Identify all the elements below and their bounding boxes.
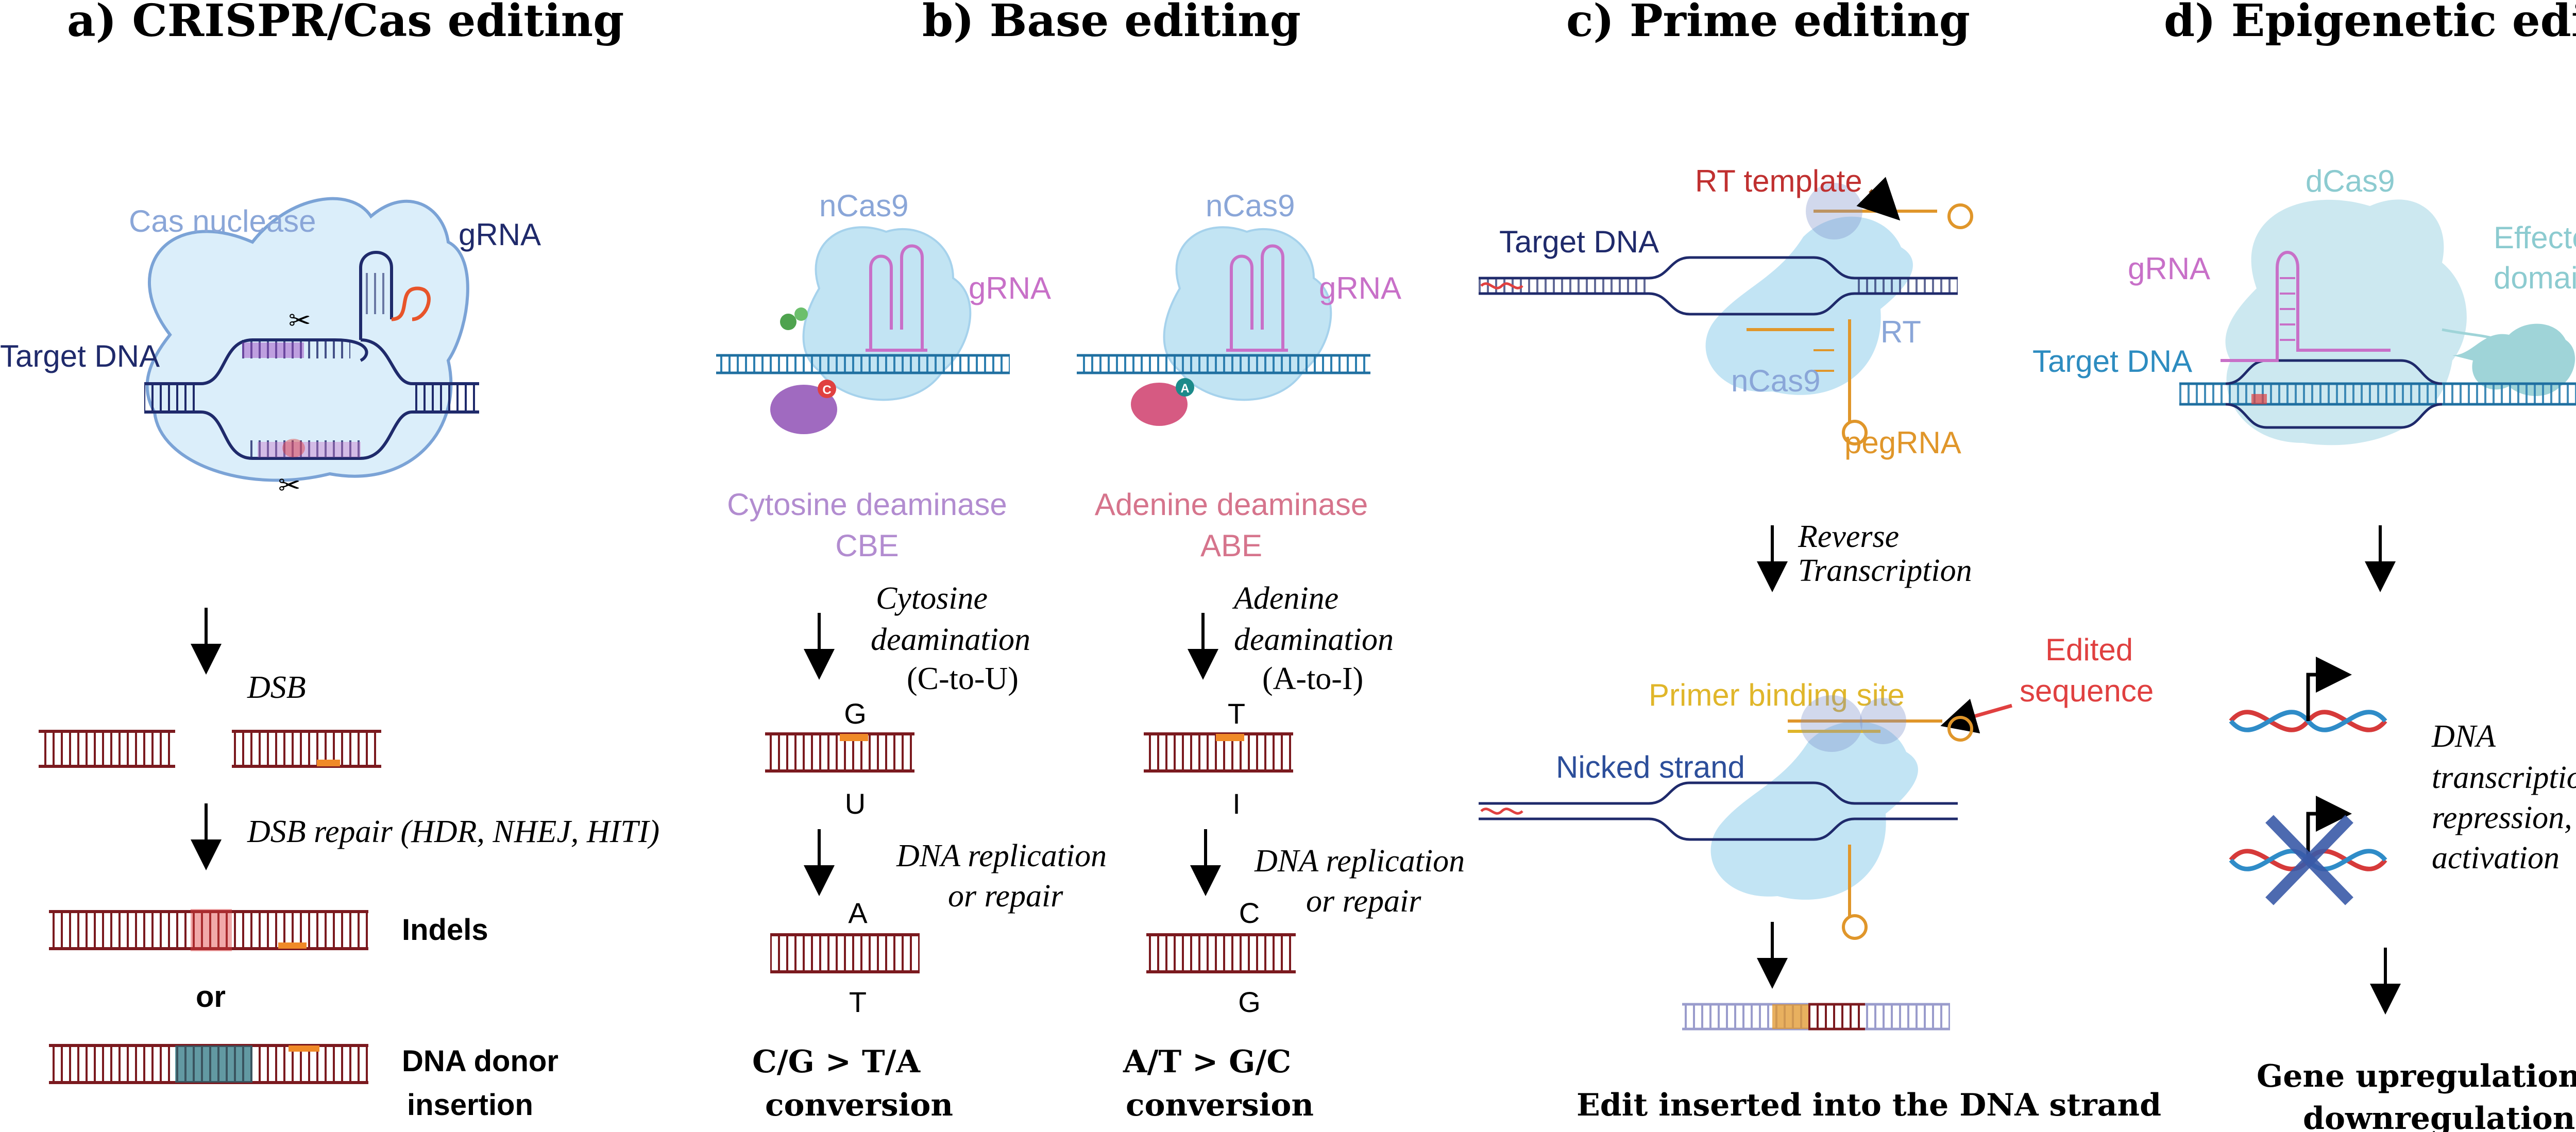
panel-b-title: b) Base editing — [922, 0, 1301, 47]
adenine-step-3: (A-to-I) — [1262, 661, 1363, 696]
cytosine-deaminase-label: Cytosine deaminase — [727, 487, 1007, 522]
epi-result-2: downregulation — [2303, 1101, 2575, 1132]
step-dsb-repair-label: DSB repair (HDR, NHEJ, HITI) — [247, 814, 659, 849]
cbe-result-1: C/G > T/A — [752, 1044, 921, 1080]
dna-abe-intermediate — [1144, 732, 1293, 773]
cbe-replication-2: or repair — [948, 879, 1063, 914]
rt-template-label: RT template — [1695, 164, 1862, 198]
dsb-fragments — [39, 730, 381, 768]
dcas9-complex — [2179, 199, 2576, 445]
dna-helix-blocked-icon — [2229, 796, 2387, 905]
c-badge: C — [822, 383, 831, 397]
target-dna-label-a: Target DNA — [0, 339, 160, 373]
adenine-step-2: deamination — [1234, 622, 1394, 657]
panel-a: a) CRISPR/Cas editing Cas nuclease gRNA … — [0, 0, 659, 1122]
transcription-label: Transcription — [1798, 553, 1972, 588]
base-g-top: G — [844, 697, 867, 730]
adenine-deaminase-label: Adenine deaminase — [1095, 487, 1368, 522]
reverse-label: Reverse — [1798, 519, 1899, 554]
base-i-bottom: I — [1232, 787, 1241, 820]
cytosine-step-3: (C-to-U) — [907, 661, 1019, 696]
donor-insertion-strand — [49, 1044, 368, 1084]
dna-helix-icon — [2229, 657, 2387, 732]
cbe-result-2: conversion — [765, 1087, 953, 1123]
cbe-editor: C — [716, 226, 1010, 434]
abe-replication-2: or repair — [1306, 884, 1421, 919]
cbe-label: CBE — [835, 528, 899, 563]
scissors-icon: ✂ — [289, 305, 311, 336]
base-t-bottom: T — [849, 986, 867, 1018]
panel-b: b) Base editing C nCas9 gRNA Cytosine de… — [716, 0, 1465, 1123]
scissors-icon: ✂ — [278, 470, 301, 501]
indels-strand — [49, 909, 368, 951]
dcas9-label: dCas9 — [2306, 164, 2395, 198]
nicked-strand-label: Nicked strand — [1556, 750, 1745, 784]
rt-label: RT — [1880, 315, 1921, 349]
panel-c-title: c) Prime editing — [1566, 0, 1970, 47]
abe-editor: A — [1077, 226, 1370, 426]
epi-desc-2: transcription, — [2432, 760, 2576, 795]
epi-desc-1: DNA — [2431, 719, 2496, 754]
base-g-bottom: G — [1238, 986, 1261, 1018]
grna-hairpin-a — [359, 251, 431, 340]
primer-binding-site-label: Primer binding site — [1649, 678, 1905, 712]
a-badge: A — [1180, 382, 1189, 396]
donor-insertion-label-2: insertion — [407, 1088, 533, 1122]
target-dna-label-d: Target DNA — [2032, 344, 2192, 379]
prime-result-label: Edit inserted into the DNA strand — [1577, 1087, 2161, 1123]
cytosine-step-2: deamination — [871, 622, 1030, 657]
donor-insertion-label-1: DNA donor — [402, 1044, 558, 1078]
base-u-bottom: U — [845, 787, 866, 820]
base-c-top: C — [1239, 897, 1260, 929]
grna-label-d: gRNA — [2128, 251, 2210, 286]
adenine-step-1: Adenine — [1232, 581, 1338, 616]
pegrna-label: pegRNA — [1844, 425, 1961, 460]
panel-c: c) Prime editing RT template Target DNA … — [1479, 0, 2161, 1123]
abe-result-2: conversion — [1126, 1087, 1314, 1123]
target-dna-a — [144, 338, 479, 460]
prime-editor-bottom — [1479, 695, 1973, 940]
cytosine-step-1: Cytosine — [876, 581, 988, 616]
abe-replication-1: DNA replication — [1254, 844, 1465, 879]
dna-cbe-intermediate — [765, 732, 914, 773]
edited-dna-strand — [1682, 1003, 1950, 1031]
grna-label-a: gRNA — [459, 217, 541, 252]
dna-abe-final — [1146, 933, 1296, 973]
dna-cbe-final — [770, 933, 920, 973]
cas-nuclease-label: Cas nuclease — [129, 204, 316, 238]
cbe-replication-1: DNA replication — [896, 838, 1107, 873]
edited-label-2: sequence — [2020, 674, 2154, 708]
epi-result-1: Gene upregulation or — [2257, 1058, 2576, 1094]
target-dna-label-c: Target DNA — [1499, 225, 1659, 259]
grna-label-b-right: gRNA — [1319, 271, 1401, 305]
base-a-top: A — [848, 897, 868, 929]
ncas9-label-left: nCas9 — [819, 188, 908, 223]
step-dsb-label: DSB — [247, 670, 306, 705]
ncas9-label-right: nCas9 — [1206, 188, 1295, 223]
abe-label: ABE — [1200, 528, 1262, 563]
edited-label-1: Edited — [2045, 632, 2133, 667]
or-label: or — [196, 980, 226, 1014]
base-t-top: T — [1228, 697, 1245, 730]
prime-editor-top — [1479, 177, 1973, 445]
indels-label: Indels — [402, 913, 488, 947]
ncas9-label-c: nCas9 — [1731, 364, 1820, 398]
effector-label-2: domain — [2494, 261, 2576, 295]
abe-result-1: A/T > G/C — [1123, 1044, 1291, 1080]
panel-d: d) Epigenetic editing dCas9 Effector dom… — [2032, 0, 2576, 1132]
panel-d-title: d) Epigenetic editing — [2164, 0, 2576, 47]
panel-a-title: a) CRISPR/Cas editing — [67, 0, 624, 47]
epi-desc-3: repression, or — [2432, 800, 2576, 835]
epi-desc-4: activation — [2432, 841, 2560, 876]
grna-label-b-left: gRNA — [969, 271, 1051, 305]
effector-label-1: Effector — [2494, 220, 2576, 255]
